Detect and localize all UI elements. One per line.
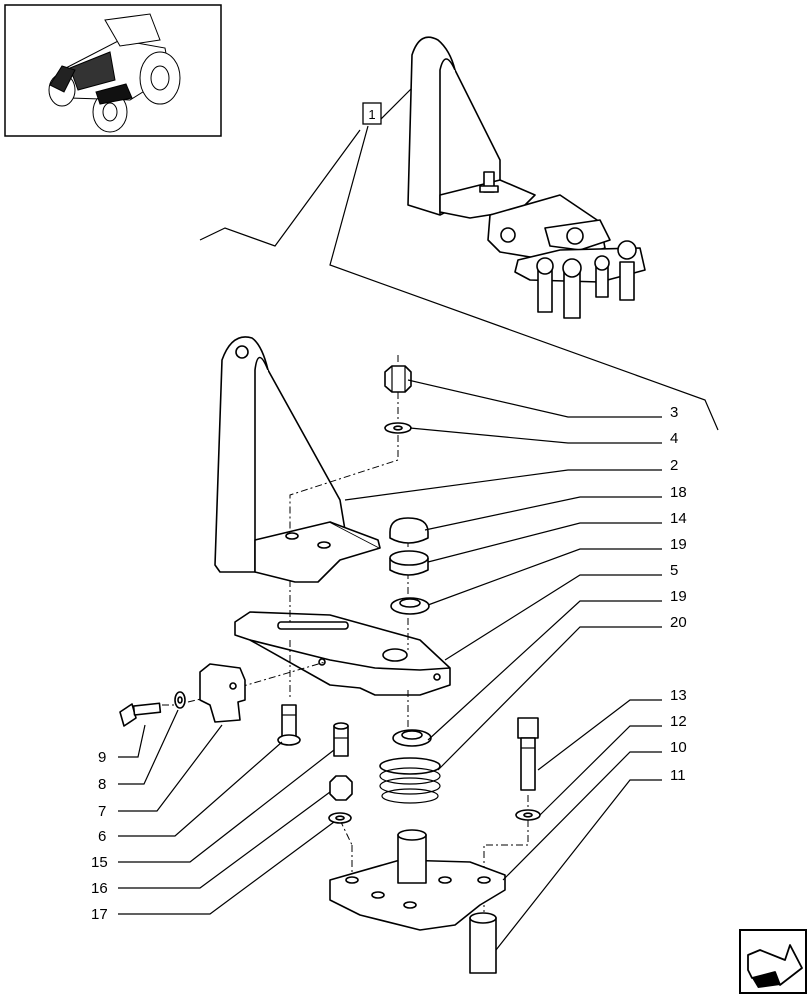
spring-part-20 [379, 757, 441, 804]
reference-box-label: 1 [368, 107, 375, 122]
bushing-part-14 [389, 550, 429, 576]
callout-8: 8 [98, 776, 106, 793]
callout-15: 15 [91, 854, 108, 871]
washer-part-17 [328, 812, 352, 824]
assembly-reference: 1 [199, 87, 719, 431]
block-part-7 [199, 663, 246, 723]
callout-2: 2 [670, 457, 678, 474]
stud-part-15 [333, 722, 349, 757]
callout-16: 16 [91, 880, 108, 897]
callout-leader-lines [118, 379, 662, 951]
callout-4: 4 [670, 430, 678, 447]
bolt-part-6 [277, 704, 301, 746]
callout-5: 5 [670, 562, 678, 579]
bolt-part-13 [517, 717, 539, 791]
assembled-bolts [500, 227, 637, 319]
assembly-center-lines [162, 355, 529, 912]
callout-14: 14 [670, 510, 687, 527]
callout-17: 17 [91, 906, 108, 923]
bearing-part-19-upper [390, 597, 430, 615]
washer-part-8 [174, 691, 186, 709]
bracket-part-2 [214, 336, 381, 583]
washer-part-12 [515, 809, 541, 821]
spacer-part-11 [469, 912, 497, 974]
nut-part-16 [329, 775, 353, 801]
callout-labels: 3 4 2 18 14 19 5 19 20 13 12 10 11 9 8 7… [91, 404, 687, 923]
callout-10: 10 [670, 739, 687, 756]
cap-part-18 [389, 517, 429, 544]
plate-part-5 [234, 611, 451, 696]
callout-11: 11 [670, 767, 686, 784]
callout-19-upper: 19 [670, 536, 687, 553]
nut-part-3 [384, 365, 412, 393]
bolt-part-9 [119, 702, 162, 727]
reference-box [362, 102, 382, 125]
assembled-bracket-view [407, 36, 646, 319]
callout-3: 3 [670, 404, 678, 421]
next-page-arrow-icon[interactable] [739, 929, 807, 994]
bearing-part-19-lower [392, 729, 432, 747]
callout-12: 12 [670, 713, 687, 730]
callout-7: 7 [98, 803, 106, 820]
callout-20: 20 [670, 614, 687, 631]
callout-19-lower: 19 [670, 588, 687, 605]
callout-9: 9 [98, 749, 106, 766]
washer-part-4 [384, 422, 412, 434]
base-plate-part-10 [329, 829, 506, 931]
callout-18: 18 [670, 484, 687, 501]
callout-13: 13 [670, 687, 687, 704]
tractor-thumbnail-icon [4, 4, 222, 137]
callout-6: 6 [98, 828, 106, 845]
